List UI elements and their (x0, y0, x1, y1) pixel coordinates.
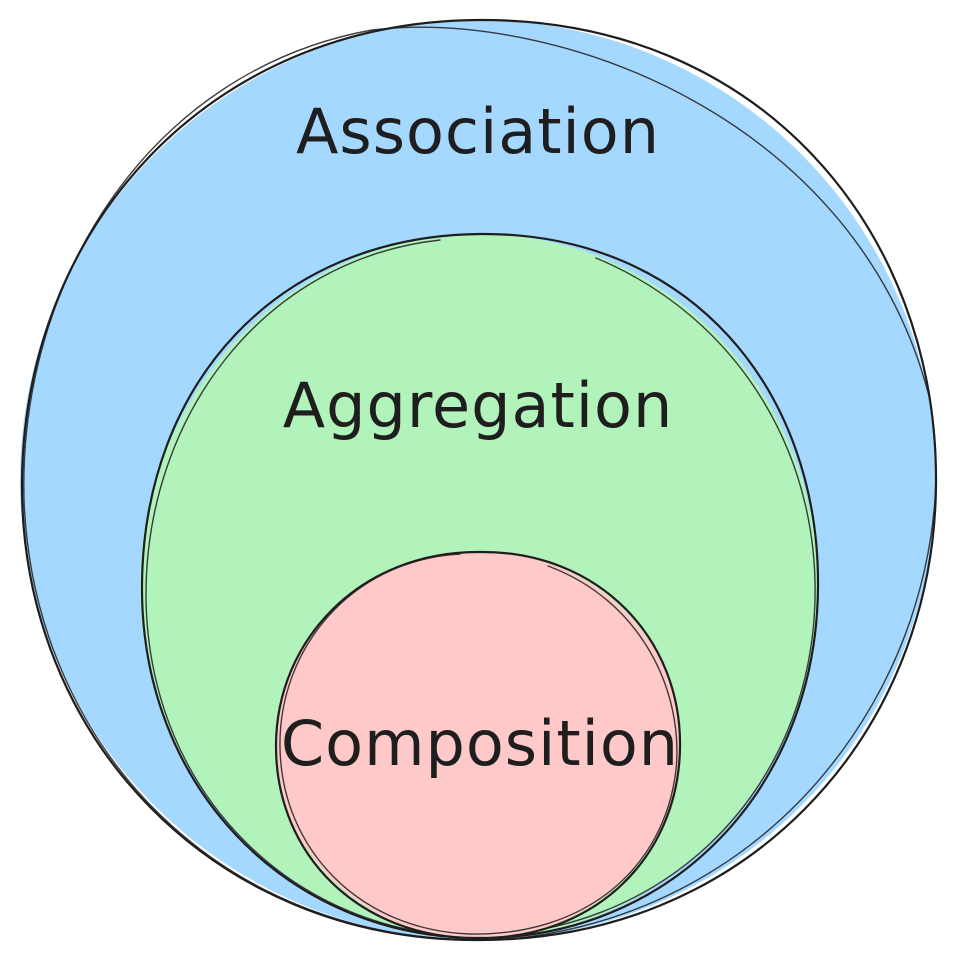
composition-circle: Composition (274, 550, 682, 940)
association-circle-outline-sketch (23, 26, 937, 941)
aggregation-label: Aggregation (283, 369, 674, 442)
composition-label: Composition (281, 707, 679, 780)
association-label: Association (296, 95, 660, 168)
composition-circle-fill (275, 551, 681, 939)
composition-circle-outline-sketch (279, 553, 678, 935)
composition-circle-outline (274, 550, 682, 940)
